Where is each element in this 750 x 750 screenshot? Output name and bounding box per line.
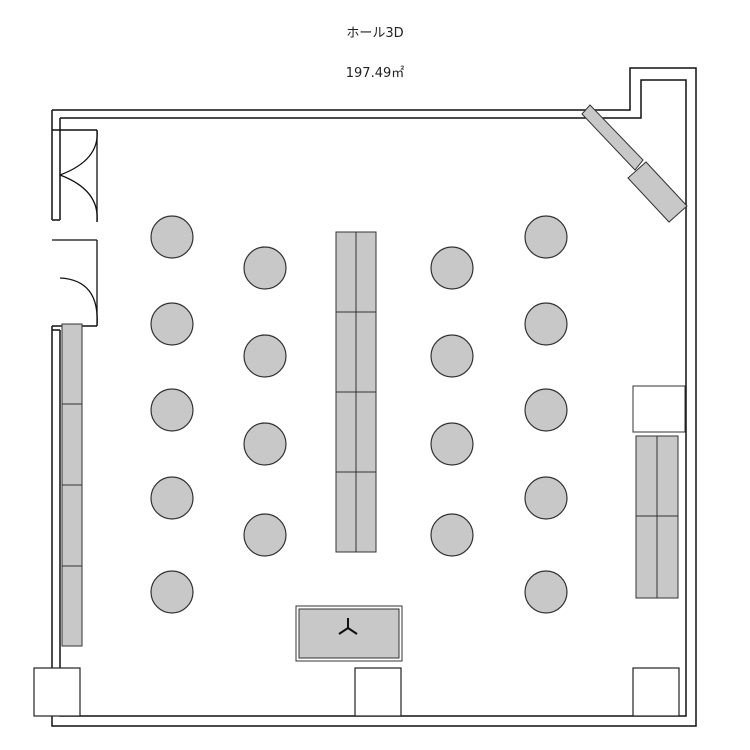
round-table xyxy=(430,334,474,378)
podium xyxy=(295,605,403,662)
round-table xyxy=(430,422,474,466)
round-table xyxy=(150,388,194,432)
pillar xyxy=(33,667,81,717)
round-table xyxy=(243,422,287,466)
round-table xyxy=(524,388,568,432)
round-table xyxy=(524,215,568,259)
diagonal-counter xyxy=(581,104,688,223)
round-table xyxy=(243,334,287,378)
round-table xyxy=(150,302,194,346)
outer-wall xyxy=(51,67,697,727)
left-counter xyxy=(61,323,83,647)
center-table xyxy=(335,231,377,553)
right-counter xyxy=(632,385,686,599)
round-table xyxy=(430,246,474,290)
round-table xyxy=(524,476,568,520)
round-table xyxy=(150,215,194,259)
round-tables xyxy=(150,215,568,614)
double-door xyxy=(52,129,98,327)
round-table xyxy=(243,246,287,290)
room-area: 197.49㎡ xyxy=(345,66,405,81)
room-name: ホール3D xyxy=(346,26,404,41)
three-prong-y-icon xyxy=(338,618,358,635)
pillars xyxy=(33,667,680,717)
pillar xyxy=(354,667,402,717)
round-table xyxy=(150,476,194,520)
pillar xyxy=(632,667,680,717)
round-table xyxy=(524,302,568,346)
round-table xyxy=(243,513,287,557)
round-table xyxy=(430,513,474,557)
round-table xyxy=(150,570,194,614)
round-table xyxy=(524,570,568,614)
